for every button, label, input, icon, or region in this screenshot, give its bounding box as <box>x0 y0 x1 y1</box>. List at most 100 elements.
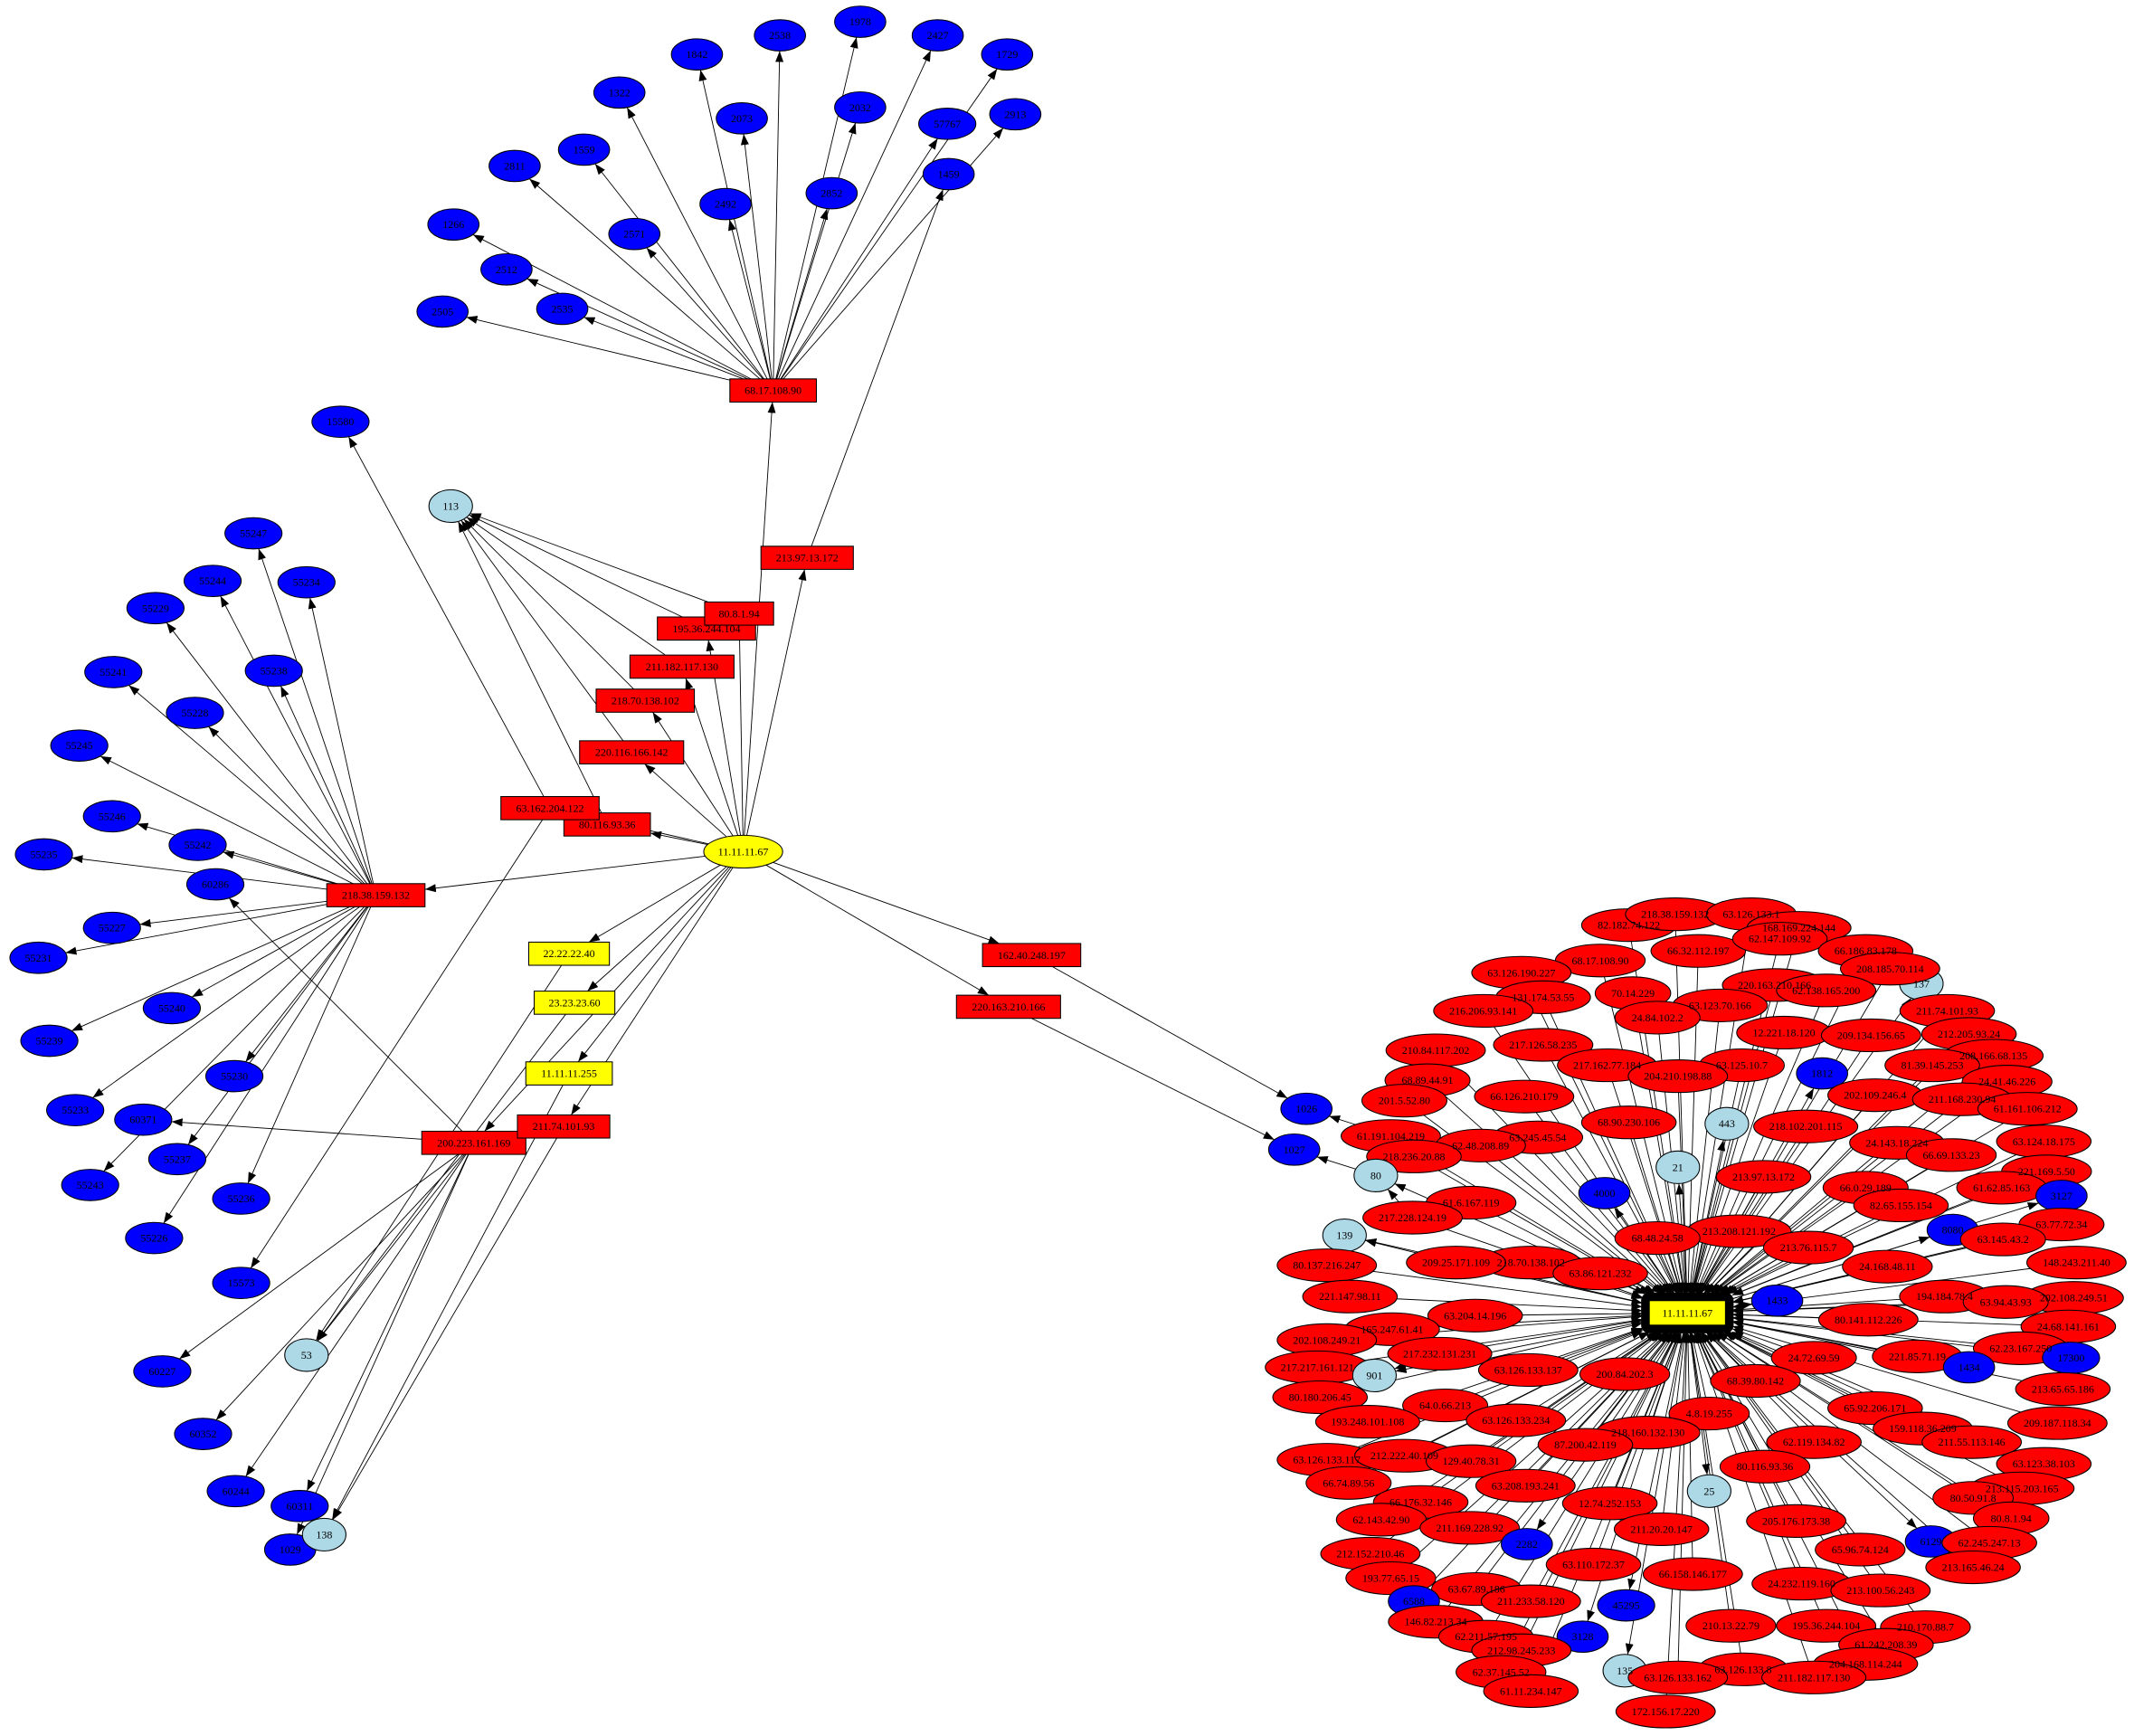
node-label: 2492 <box>715 198 736 211</box>
node-label: 211.168.230.94 <box>1929 1093 1996 1105</box>
node-shape <box>84 656 143 688</box>
labels-layer: 11.11.11.6768.17.108.90218.38.159.13280.… <box>25 15 2110 1718</box>
node-label: 66.186.83.178 <box>1835 944 1897 957</box>
node-attacker <box>1905 1138 1997 1172</box>
node-shape <box>1272 1380 1369 1415</box>
edge-arrow <box>644 764 727 838</box>
node-label: 213.97.13.172 <box>1732 1171 1795 1183</box>
node-attacker <box>1762 1230 1854 1265</box>
node-internal-ellipse <box>703 834 783 869</box>
node-shape <box>50 729 109 762</box>
node-label: 45295 <box>1613 1599 1640 1612</box>
node-attacker <box>1406 1246 1507 1280</box>
node-label: 11.11.11.67 <box>1662 1306 1712 1319</box>
node-shape <box>982 943 1082 968</box>
node-label: 201.5.52.80 <box>1379 1095 1430 1107</box>
node-shape <box>1280 1092 1333 1125</box>
node-label: 216.206.93.141 <box>1449 1004 1517 1017</box>
node-shape <box>525 1061 613 1086</box>
edge-arrow <box>1365 1238 1417 1254</box>
node-label: 68.89.44.91 <box>1401 1074 1453 1086</box>
node-shape <box>416 295 469 328</box>
node-attacker <box>1402 1388 1489 1423</box>
node-label: 202.109.246.4 <box>1844 1089 1906 1102</box>
node-shape <box>270 1490 329 1523</box>
node-label: 1026 <box>1295 1103 1317 1115</box>
node-label: 221.169.5.50 <box>2018 1165 2075 1178</box>
node-label: 63.204.14.196 <box>1444 1309 1506 1322</box>
node-port <box>9 941 68 974</box>
edge-arrow <box>778 50 932 380</box>
node-shape <box>1731 922 1828 956</box>
node-attacker <box>1830 1573 1931 1608</box>
node-label: 65.96.74.124 <box>1832 1543 1889 1556</box>
node-shape <box>760 545 854 570</box>
node-label: 60286 <box>202 878 229 891</box>
node-label: 61.62.85.163 <box>1973 1181 2030 1194</box>
node-port <box>206 1475 265 1508</box>
node-internal-box <box>533 991 616 1015</box>
node-attacker <box>1545 1547 1642 1582</box>
node-label: 66.74.89.56 <box>1323 1476 1374 1489</box>
node-shape <box>114 1103 173 1136</box>
node-shape <box>989 98 1042 131</box>
edge-arrow <box>1561 1328 1643 1359</box>
edge-arrow <box>1628 1285 1646 1295</box>
node-shape <box>517 1114 611 1139</box>
node-label: 217.217.161.121 <box>1281 1361 1354 1373</box>
node-label: 63.126.133.162 <box>1644 1671 1712 1684</box>
node-port <box>1942 1351 1996 1384</box>
node-label: 443 <box>1719 1117 1735 1130</box>
node-label: 6588 <box>1403 1595 1425 1608</box>
node-attacker <box>2006 1406 2108 1440</box>
node-label: 211.182.117.130 <box>646 660 718 673</box>
node-label: 209.134.156.65 <box>1837 1029 1905 1041</box>
node-label: 55239 <box>36 1034 63 1047</box>
edge-arrow <box>258 548 373 884</box>
node-label: 63.126.133.234 <box>1482 1414 1550 1427</box>
node-shape <box>1353 1158 1399 1192</box>
node-attacker <box>1615 1694 1716 1729</box>
node-label: 213.165.46.24 <box>1942 1561 2005 1574</box>
node-attacker <box>1362 1200 1463 1235</box>
node-port <box>922 157 975 191</box>
node-label: 57767 <box>934 118 961 130</box>
node-shape <box>1668 1396 1750 1431</box>
edge-arrow <box>306 1153 469 1492</box>
node-label: 80.137.216.247 <box>1293 1259 1361 1272</box>
node-shape <box>1426 1444 1517 1478</box>
node-shape <box>1704 1106 1750 1141</box>
edge-arrow <box>466 316 730 381</box>
edges-layer <box>65 37 2044 1695</box>
node-shape <box>1597 1589 1655 1622</box>
edge-arrow <box>746 569 807 836</box>
node-shape <box>1302 1279 1399 1314</box>
edge-arrow <box>740 134 773 379</box>
node-label: 55228 <box>181 707 208 719</box>
node-label: 55227 <box>99 922 126 934</box>
node-shape <box>428 489 473 524</box>
edge-arrow <box>245 1153 467 1477</box>
node-label: 200.223.161.169 <box>437 1136 510 1149</box>
node-attacker <box>1642 1557 1743 1591</box>
node-label: 211.182.117.130 <box>1778 1671 1850 1684</box>
node-shape <box>918 108 977 140</box>
node-shape <box>1276 1248 1378 1283</box>
node-label: 23.23.23.60 <box>549 996 601 1009</box>
node-label: 172.156.17.220 <box>1632 1705 1700 1718</box>
node-shape <box>133 1355 192 1388</box>
edge-arrow <box>308 597 375 884</box>
node-shape <box>703 834 783 869</box>
node-attacker <box>1419 1511 1521 1545</box>
node-label: 24.232.119.160 <box>1768 1578 1835 1590</box>
node-label: 63.126.133.117 <box>1293 1454 1361 1466</box>
node-port <box>699 187 752 221</box>
node-label: 218.38.159.132 <box>342 889 410 902</box>
node-label: 62.211.57.195 <box>1455 1630 1517 1643</box>
node-port <box>270 1490 329 1523</box>
node-shape <box>20 1024 79 1058</box>
node-shape <box>125 1221 184 1255</box>
node-label: 64.0.66.213 <box>1419 1399 1471 1412</box>
node-label: 82.65.155.154 <box>1870 1199 1932 1211</box>
node-attacker <box>1815 1532 1906 1567</box>
